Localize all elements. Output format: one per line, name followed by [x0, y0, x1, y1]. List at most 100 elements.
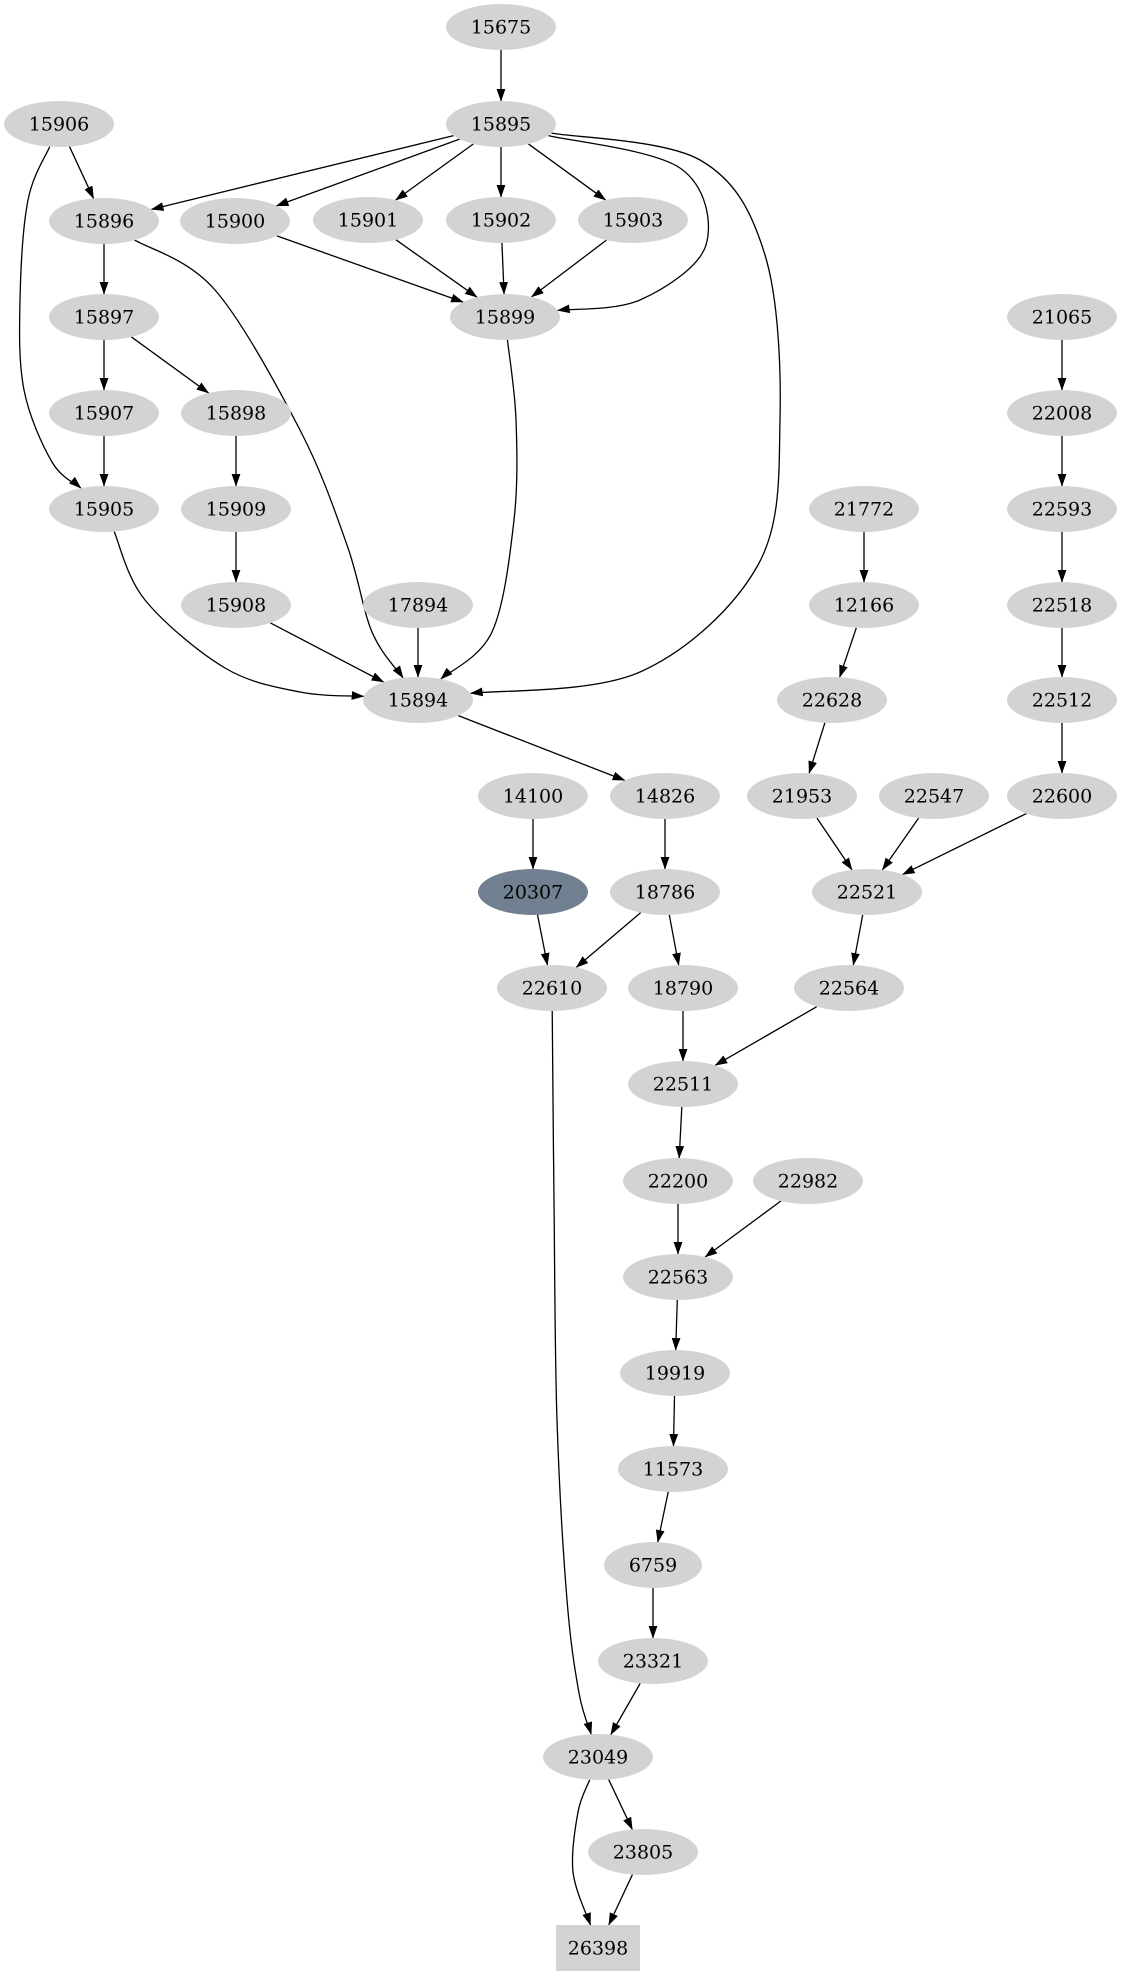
node-ellipse-shape [450, 294, 560, 340]
edge-12166-22628 [839, 627, 857, 678]
node-15908: 15908 [181, 582, 291, 628]
node-ellipse-shape [49, 294, 159, 340]
edge-23049-26398 [571, 1779, 592, 1926]
node-label: 20307 [503, 882, 563, 904]
edge-15895-15899 [548, 135, 710, 314]
node-label: 11573 [643, 1459, 703, 1481]
node-label: 21065 [1032, 307, 1092, 329]
node-ellipse-shape [578, 197, 688, 243]
node-21772: 21772 [809, 486, 919, 532]
node-ellipse-shape [1007, 486, 1117, 532]
edge-23049-23805 [608, 1779, 633, 1830]
node-label: 21953 [772, 786, 832, 808]
node-ellipse-shape [446, 197, 556, 243]
node-22511: 22511 [628, 1061, 738, 1107]
node-label: 15898 [206, 403, 266, 425]
node-22521: 22521 [812, 869, 922, 915]
node-label: 22511 [653, 1074, 713, 1096]
node-ellipse-shape [1007, 677, 1117, 723]
edge-15895-15903 [528, 143, 607, 201]
node-22200: 22200 [623, 1158, 733, 1204]
node-14100: 14100 [478, 773, 588, 819]
node-ellipse-shape [809, 582, 919, 628]
node-label: 18790 [653, 978, 713, 1000]
node-label: 22518 [1032, 595, 1092, 617]
node-22593: 22593 [1007, 486, 1117, 532]
node-ellipse-shape [879, 773, 989, 819]
node-6759: 6759 [604, 1542, 702, 1588]
edge-21953-22521 [816, 817, 853, 871]
node-ellipse-shape [1007, 294, 1117, 340]
node-label: 15896 [74, 211, 134, 233]
node-22563: 22563 [623, 1254, 733, 1300]
node-ellipse-shape [181, 486, 291, 532]
edge-15899-15894 [440, 339, 518, 680]
node-22982: 22982 [753, 1158, 863, 1204]
node-15905: 15905 [49, 486, 159, 532]
node-label: 15902 [471, 210, 531, 232]
edge-15896-15894 [134, 239, 404, 679]
node-19919: 19919 [620, 1350, 730, 1396]
node-ellipse-shape [4, 101, 114, 147]
node-ellipse-shape [604, 1542, 702, 1588]
node-label: 15900 [205, 211, 265, 233]
node-label: 15908 [206, 595, 266, 617]
node-label: 15906 [29, 114, 89, 136]
node-label: 15895 [471, 114, 531, 136]
node-ellipse-shape [809, 486, 919, 532]
edge-15906-15905 [18, 146, 82, 489]
node-label: 15901 [338, 210, 398, 232]
edge-15900-15899 [276, 235, 464, 303]
node-label: 22593 [1032, 499, 1092, 521]
node-label: 22610 [522, 978, 582, 1000]
edge-15895-15894 [470, 132, 781, 697]
node-label: 15905 [74, 499, 134, 521]
node-18790: 18790 [628, 965, 738, 1011]
node-22628: 22628 [777, 677, 887, 723]
node-label: 15899 [475, 307, 535, 329]
node-11573: 11573 [618, 1446, 728, 1492]
edge-22610-23049 [551, 1010, 593, 1735]
edge-15902-15899 [499, 242, 508, 295]
node-label: 22628 [802, 690, 862, 712]
node-label: 22564 [819, 978, 879, 1000]
node-ellipse-shape [446, 4, 556, 50]
edge-15906-15896 [68, 146, 95, 199]
edge-15895-15901 [395, 143, 474, 201]
node-ellipse-shape [363, 582, 473, 628]
node-23805: 23805 [588, 1829, 698, 1875]
node-ellipse-shape [610, 773, 720, 819]
node-15894: 15894 [363, 677, 473, 723]
node-ellipse-shape [628, 1061, 738, 1107]
edge-23805-26398 [608, 1874, 634, 1926]
node-15909: 15909 [181, 486, 291, 532]
node-ellipse-shape [313, 197, 423, 243]
edge-15903-15899 [531, 239, 607, 298]
node-22008: 22008 [1007, 390, 1117, 436]
node-ellipse-shape [794, 965, 904, 1011]
edges-layer [18, 50, 1067, 1926]
node-label: 22200 [648, 1171, 708, 1193]
node-15907: 15907 [49, 390, 159, 436]
node-12166: 12166 [809, 582, 919, 628]
node-ellipse-shape [543, 1734, 653, 1780]
node-label: 18786 [635, 882, 695, 904]
node-15896: 15896 [49, 198, 159, 244]
edge-22600-22521 [902, 812, 1027, 876]
node-20307: 20307 [478, 869, 588, 915]
node-label: 22512 [1032, 690, 1092, 712]
node-ellipse-shape [49, 198, 159, 244]
node-ellipse-shape [623, 1254, 733, 1300]
edge-15895-15896 [150, 134, 454, 211]
node-ellipse-shape [1007, 582, 1117, 628]
edge-22547-22521 [881, 817, 920, 871]
node-21065: 21065 [1007, 294, 1117, 340]
node-label: 17894 [388, 595, 448, 617]
node-label: 15909 [206, 499, 266, 521]
edge-18786-22610 [575, 912, 642, 968]
node-label: 26398 [568, 1938, 628, 1960]
node-label: 22547 [904, 786, 964, 808]
